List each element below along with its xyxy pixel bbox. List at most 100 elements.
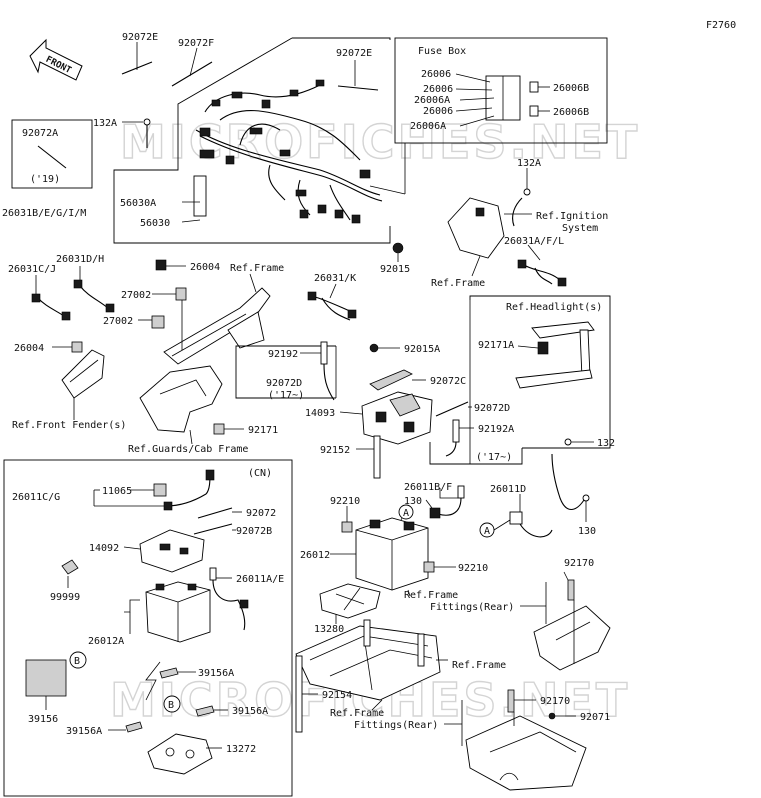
clip-92072d-b <box>435 401 469 417</box>
clip-92072e-b <box>337 85 379 91</box>
label-19: ('19) <box>30 174 60 185</box>
relay-box-14093 <box>361 391 433 445</box>
label-26031a: 26031A/F/L <box>504 236 564 247</box>
callout-a2-label: A <box>484 526 490 537</box>
label-130-b: 130 <box>578 526 596 537</box>
label-92170-b: 92170 <box>540 696 570 707</box>
harness-box-outline <box>113 37 391 244</box>
label-92171: 92171 <box>248 425 278 436</box>
sub-harness-26031k <box>307 291 357 321</box>
label-ref-frame-d: Ref.Frame <box>452 660 506 671</box>
callout-b1 <box>69 651 87 669</box>
guards-cab-frame <box>139 365 223 433</box>
label-26011b: 26011B/F <box>404 482 452 493</box>
clip-92072a <box>37 145 67 169</box>
label-ref-ignition-2: System <box>562 223 598 234</box>
cn-variant-box <box>3 459 293 797</box>
label-39156a-a: 39156A <box>198 668 234 679</box>
label-26011d: 26011D <box>490 484 526 495</box>
ignition-wire <box>512 197 523 227</box>
label-26011a: 26011A/E <box>236 574 284 585</box>
label-27002-a: 27002 <box>121 290 151 301</box>
cable-26011c <box>163 469 215 511</box>
label-92192-a: 92192 <box>268 349 298 360</box>
label-92192a: 92192A <box>478 424 514 435</box>
label-92152: 92152 <box>320 445 350 456</box>
connector-26004-a-icon <box>155 259 167 271</box>
label-11065: 11065 <box>102 486 132 497</box>
label-ref-front-fender: Ref.Front Fender(s) <box>12 420 126 431</box>
label-ref-frame-c: Ref.Frame <box>404 590 458 601</box>
clip-92170-a-icon <box>567 579 575 601</box>
label-ref-guards: Ref.Guards/Cab Frame <box>128 444 248 455</box>
label-cn: (CN) <box>248 468 272 479</box>
clip-92072c-icon <box>369 369 413 391</box>
label-13280: 13280 <box>314 624 344 635</box>
label-56030a: 56030A <box>120 198 156 209</box>
box-92192a <box>429 442 523 465</box>
frame-member <box>163 287 271 365</box>
label-26031b: 26031B/E/G/I/M <box>2 208 86 219</box>
inset-box-92072a <box>11 119 93 189</box>
front-fender <box>61 349 105 399</box>
leader-fittings-b <box>444 700 463 746</box>
label-26006a-1: 26006A <box>414 95 450 106</box>
label-130-a: 130 <box>404 496 422 507</box>
ignition-bracket <box>447 197 505 259</box>
label-92072f: 92072F <box>178 38 214 49</box>
label-ref-frame-a: Ref.Frame <box>431 278 485 289</box>
label-92170-a: 92170 <box>564 558 594 569</box>
label-26031c: 26031C/J <box>8 264 56 275</box>
battery-frame <box>295 619 441 701</box>
bolt-132-icon <box>564 438 572 446</box>
label-26011c: 26011C/G <box>12 492 60 503</box>
label-ref-frame-e: Ref.Frame <box>330 708 384 719</box>
bracket-56030 <box>193 175 207 217</box>
label-13272: 13272 <box>226 744 256 755</box>
label-ref-frame-b: Ref.Frame <box>230 263 284 274</box>
label-99999: 99999 <box>50 592 80 603</box>
label-fuse-box: Fuse Box <box>418 46 466 57</box>
label-26031k: 26031/K <box>314 273 356 284</box>
label-39156: 39156 <box>28 714 58 725</box>
sub-harness-26031d <box>73 279 115 313</box>
label-92072e-a: 92072E <box>122 32 158 43</box>
label-92072b: 92072B <box>236 526 272 537</box>
cable-26011a <box>209 567 249 631</box>
clip-92072 <box>197 507 233 519</box>
main-harness-26031b <box>195 79 383 224</box>
label-26004-a: 26004 <box>190 262 220 273</box>
main-harness-group <box>113 37 391 244</box>
battery-pad-13280 <box>319 583 381 619</box>
label-92015: 92015 <box>380 264 410 275</box>
fuse-box-inset <box>394 37 608 144</box>
bolt-132a-b-icon <box>523 188 531 196</box>
label-92072: 92072 <box>246 508 276 519</box>
label-92072d-b: 92072D <box>474 403 510 414</box>
label-ref-fittings-a: Fittings(Rear) <box>430 602 514 613</box>
box-92192 <box>235 345 336 399</box>
clip-92072f <box>171 61 213 87</box>
watermark-top: MICROFICHES.NET <box>120 115 640 169</box>
fuse-box-icon <box>485 75 539 121</box>
tube-92152-icon <box>373 435 381 479</box>
tube-92192a-icon <box>445 419 460 457</box>
label-26012: 26012 <box>300 550 330 561</box>
callout-b2 <box>163 695 181 713</box>
label-26031d: 26031D/H <box>56 254 104 265</box>
clip-92170-b-icon <box>507 689 515 713</box>
label-92071: 92071 <box>580 712 610 723</box>
front-arrow-icon: FRONT <box>29 38 83 81</box>
label-ref-fittings-b: Fittings(Rear) <box>354 720 438 731</box>
grommet-92015-icon <box>392 242 404 254</box>
label-92072e-b: 92072E <box>336 48 372 59</box>
label-92072c: 92072C <box>430 376 466 387</box>
clip-92072b <box>193 523 233 535</box>
callout-b1-label: B <box>74 656 80 667</box>
callout-a1-label: A <box>403 508 409 519</box>
label-132a-b: 132A <box>517 158 541 169</box>
label-92210-b: 92210 <box>458 563 488 574</box>
label-14092: 14092 <box>89 543 119 554</box>
